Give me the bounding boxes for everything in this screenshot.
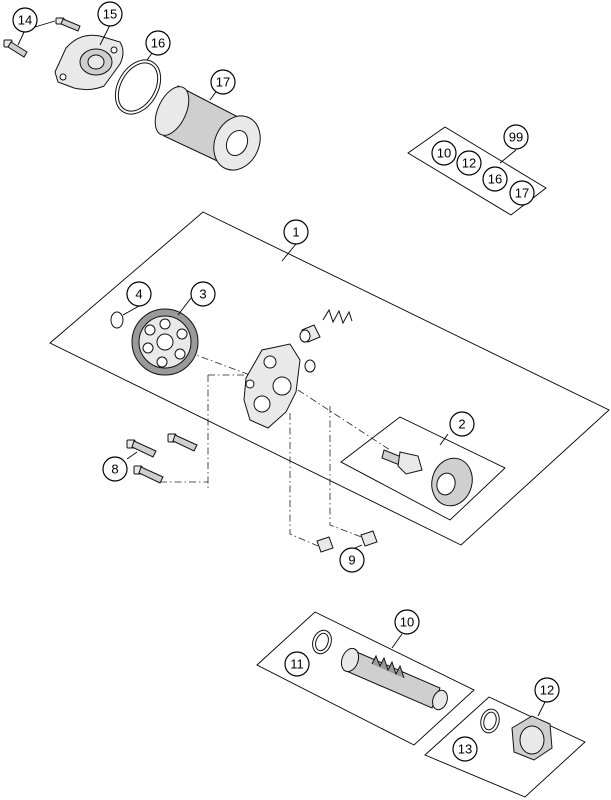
callout-11: 11 [284,651,310,677]
kit-item-10: 10 [431,140,457,166]
filter-cover-15 [54,34,124,91]
svg-text:12: 12 [540,683,554,698]
svg-text:8: 8 [111,462,118,477]
relief-piston [299,324,321,343]
svg-text:99: 99 [509,130,523,145]
callout-14: 14 [12,7,38,33]
callout-10: 10 [394,609,420,635]
svg-text:10: 10 [437,146,451,161]
bolt-8-c [133,465,164,484]
lock-ring-4 [110,311,124,329]
svg-text:14: 14 [18,13,32,28]
callout-17: 17 [210,69,236,95]
seal-ring-11 [312,629,332,655]
callout-15: 15 [97,1,123,27]
svg-text:15: 15 [103,7,117,22]
svg-text:16: 16 [151,36,165,51]
svg-text:16: 16 [488,172,502,187]
relief-spring [322,308,353,325]
screw-plug-12 [511,715,553,761]
svg-text:10: 10 [400,615,414,630]
bolt-14-lower [3,39,28,58]
dowel-9-a [316,536,334,553]
svg-text:11: 11 [290,657,304,672]
small-washer [304,359,316,373]
svg-text:17: 17 [515,186,529,201]
callout-1: 1 [283,219,309,245]
callout-99: 99 [503,124,529,150]
svg-text:1: 1 [292,225,299,240]
bolt-8-b [167,433,198,452]
seal-ring-13 [480,708,500,734]
svg-text:9: 9 [348,553,355,568]
bolt-14-upper [55,17,81,32]
svg-text:3: 3 [199,287,206,302]
callout-3: 3 [190,281,216,307]
kit-item-12: 12 [456,150,482,176]
callout-8: 8 [102,456,128,482]
pump-shaft [381,449,423,475]
dowel-9-b [360,530,378,547]
svg-text:17: 17 [216,75,230,90]
oil-pump-panel-1 [49,211,610,546]
assembly-lines [160,351,391,547]
pump-housing [243,343,301,429]
plug-panel-12 [424,696,586,798]
callout-16: 16 [145,30,171,56]
kit-item-16: 16 [482,166,508,192]
o-ring-16 [114,59,162,115]
svg-text:13: 13 [458,742,472,757]
callout-2: 2 [449,411,475,437]
pump-rotor [431,457,473,507]
pump-gear-3 [131,308,199,376]
svg-text:4: 4 [135,287,142,302]
svg-text:12: 12 [462,156,476,171]
oil-filter-17 [154,85,261,171]
callout-4: 4 [126,281,152,307]
callout-12: 12 [534,677,560,703]
bolt-8-a [126,439,157,458]
svg-text:2: 2 [458,417,465,432]
kit-item-17: 17 [509,180,535,206]
callout-9: 9 [339,547,365,573]
callout-13: 13 [452,736,478,762]
pressure-valve-10 [340,647,448,711]
